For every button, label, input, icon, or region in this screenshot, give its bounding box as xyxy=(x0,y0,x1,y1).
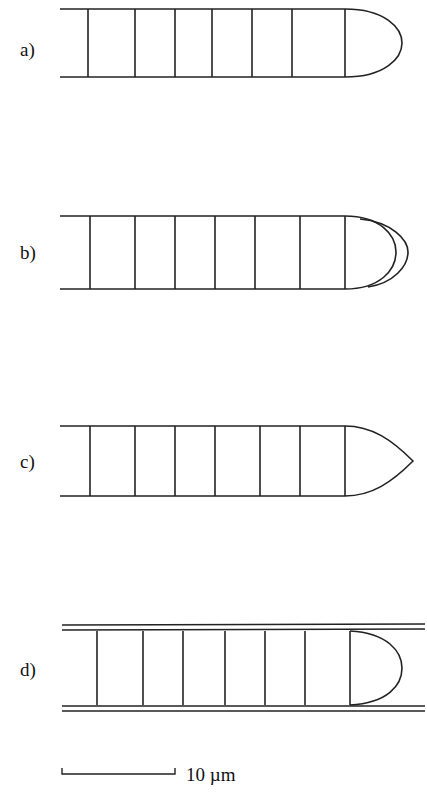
panel-label: d) xyxy=(20,660,36,679)
filament-b xyxy=(60,216,408,289)
filament-d xyxy=(62,624,425,711)
scale-bar xyxy=(62,768,175,774)
panel-label: b) xyxy=(20,243,36,262)
panel-label: a) xyxy=(20,40,35,59)
filament-a xyxy=(60,9,402,77)
panel-label: c) xyxy=(20,452,35,471)
filament-c xyxy=(60,426,413,496)
scale-label: 10 µm xyxy=(186,765,235,784)
